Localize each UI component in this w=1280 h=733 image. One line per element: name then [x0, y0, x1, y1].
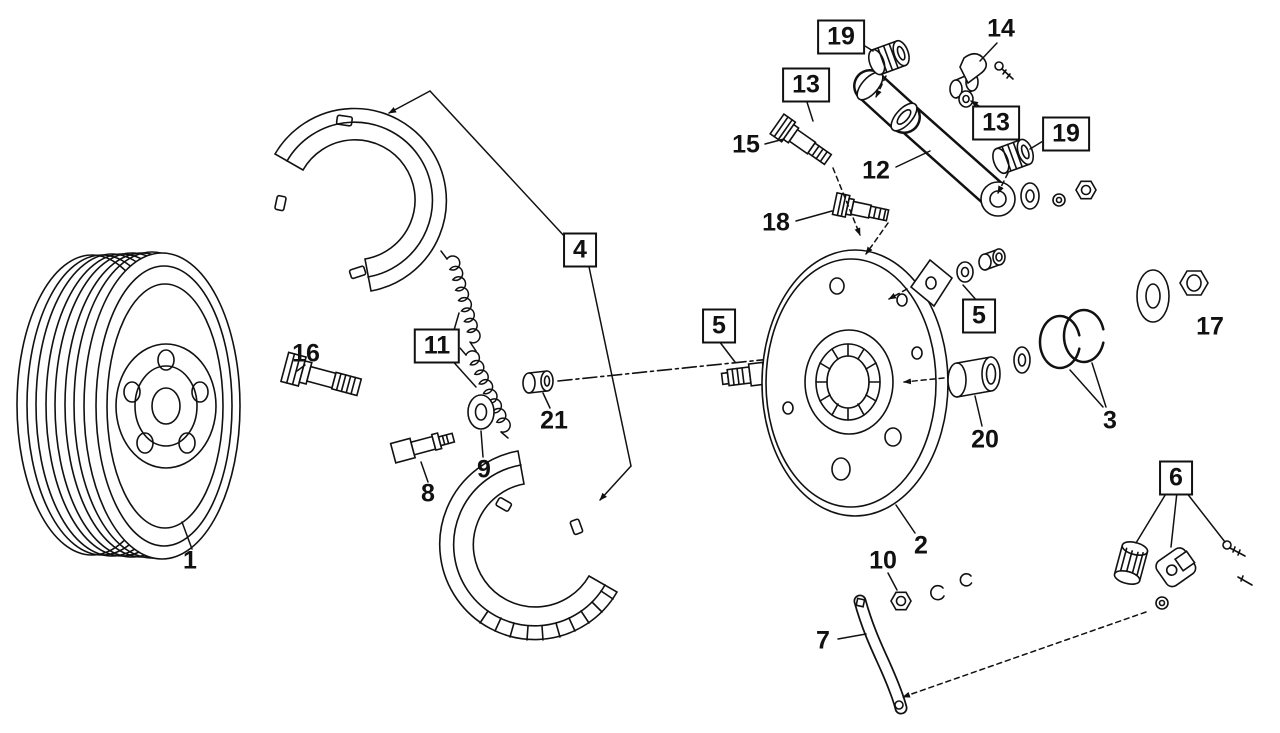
- callout-2: 2: [914, 531, 928, 560]
- shoulder-bolt-15: [769, 112, 833, 166]
- bushing-21: [522, 370, 554, 394]
- callout-21: 21: [540, 406, 568, 435]
- callout-19-upper: 19: [817, 19, 865, 55]
- callout-13-left: 13: [782, 67, 830, 103]
- callout-8: 8: [421, 479, 435, 508]
- callout-3: 3: [1103, 406, 1117, 435]
- callout-15: 15: [732, 130, 760, 159]
- spacer-sleeve-20: [947, 356, 1001, 398]
- callout-6: 6: [1159, 460, 1193, 496]
- callout-17: 17: [1196, 312, 1224, 341]
- callout-1: 1: [183, 546, 197, 575]
- anchor-plate-group-5: [909, 248, 1006, 308]
- callout-14: 14: [987, 14, 1015, 43]
- brake-drum: [16, 251, 241, 560]
- brake-rod-lever-7: [853, 594, 908, 715]
- callout-20: 20: [971, 425, 999, 454]
- shoulder-washer-13: [958, 90, 974, 108]
- callout-16: 16: [292, 339, 320, 368]
- retaining-rings-3: [1038, 308, 1105, 370]
- callout-4: 4: [563, 232, 597, 268]
- assembly-arrows: [832, 75, 1147, 698]
- brake-lever-arm: [853, 69, 1016, 217]
- callout-7: 7: [816, 626, 830, 655]
- callout-5-left: 5: [702, 308, 736, 344]
- cam-pin-8: [389, 432, 456, 464]
- axis-line: [557, 353, 801, 382]
- callout-9: 9: [477, 455, 491, 484]
- anchor-bolt-16: [279, 351, 363, 397]
- adjuster-group-6: [1113, 540, 1253, 610]
- return-springs: [440, 250, 511, 439]
- spacer-19-lower: [992, 138, 1035, 175]
- washer-near-rings: [1013, 346, 1031, 374]
- callout-10: 10: [869, 546, 897, 575]
- callout-12: 12: [862, 156, 890, 185]
- callout-5-right: 5: [962, 298, 996, 334]
- spacer-19-upper: [867, 39, 910, 76]
- washer-9: [467, 394, 495, 430]
- callout-11: 11: [413, 328, 461, 364]
- washer-nut-17: [1136, 269, 1209, 323]
- arm-hardware: [1020, 180, 1097, 210]
- callout-13-right: 13: [972, 105, 1020, 141]
- nut-and-clips-10: [890, 573, 973, 611]
- callout-19-lower: 19: [1042, 116, 1090, 152]
- bolt-18: [831, 191, 890, 222]
- brake-shoe-lower: [438, 450, 619, 641]
- callout-18: 18: [762, 208, 790, 237]
- brake-backing-plate: [761, 249, 949, 517]
- brake-shoe-upper: [273, 107, 448, 292]
